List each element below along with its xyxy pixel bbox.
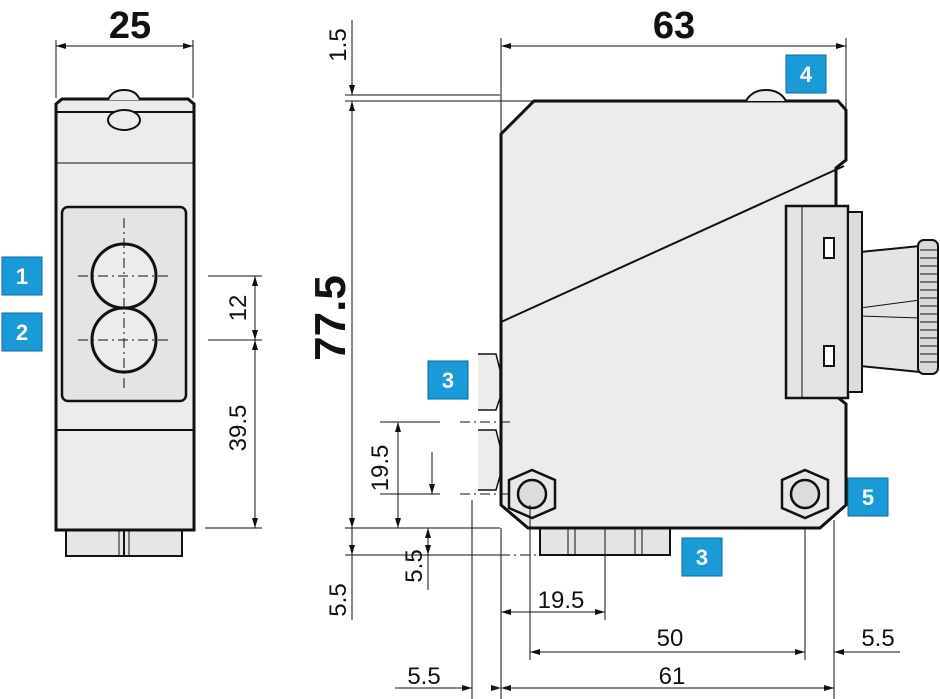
front-dim-12: 12	[225, 295, 252, 322]
side-dim-5-5-left: 5.5	[325, 583, 352, 616]
side-dim-5-5-bottom: 5.5	[407, 663, 440, 690]
side-dim-19-5-vertical: 19.5	[367, 445, 394, 492]
badge-3-lower: 3	[681, 537, 723, 577]
badge-2: 2	[1, 312, 43, 352]
badge-5: 5	[847, 477, 889, 517]
front-width-label: 25	[109, 5, 151, 47]
side-dim-1-5: 1.5	[325, 28, 352, 61]
svg-text:3: 3	[442, 368, 454, 393]
side-dim-50: 50	[657, 625, 684, 652]
side-dim-5-5-vertical: 5.5	[401, 549, 428, 582]
svg-text:5: 5	[862, 485, 874, 510]
svg-text:2: 2	[16, 320, 28, 345]
svg-text:3: 3	[696, 545, 708, 570]
bottom-connector	[539, 526, 671, 556]
mounting-nut-right	[780, 468, 830, 520]
mounting-nut-left	[507, 468, 557, 520]
side-height-label: 77.5	[306, 275, 355, 361]
connector-plate	[784, 204, 850, 400]
side-dim-61: 61	[659, 663, 686, 690]
front-dim-39-5: 39.5	[225, 405, 252, 452]
side-housing	[499, 99, 848, 530]
svg-text:4: 4	[800, 62, 813, 87]
svg-text:1: 1	[16, 264, 28, 289]
badge-3-upper: 3	[427, 360, 469, 400]
side-dim-19-5-horizontal: 19.5	[538, 587, 585, 614]
side-view: 63 1.5 77.5	[306, 5, 939, 699]
cable-connector	[859, 239, 939, 375]
badge-4: 4	[785, 54, 827, 94]
side-width-label: 63	[653, 5, 695, 47]
side-dim-5-5-right: 5.5	[861, 625, 894, 652]
front-view: 25 12 39.5	[54, 5, 262, 557]
badge-1: 1	[1, 256, 43, 296]
